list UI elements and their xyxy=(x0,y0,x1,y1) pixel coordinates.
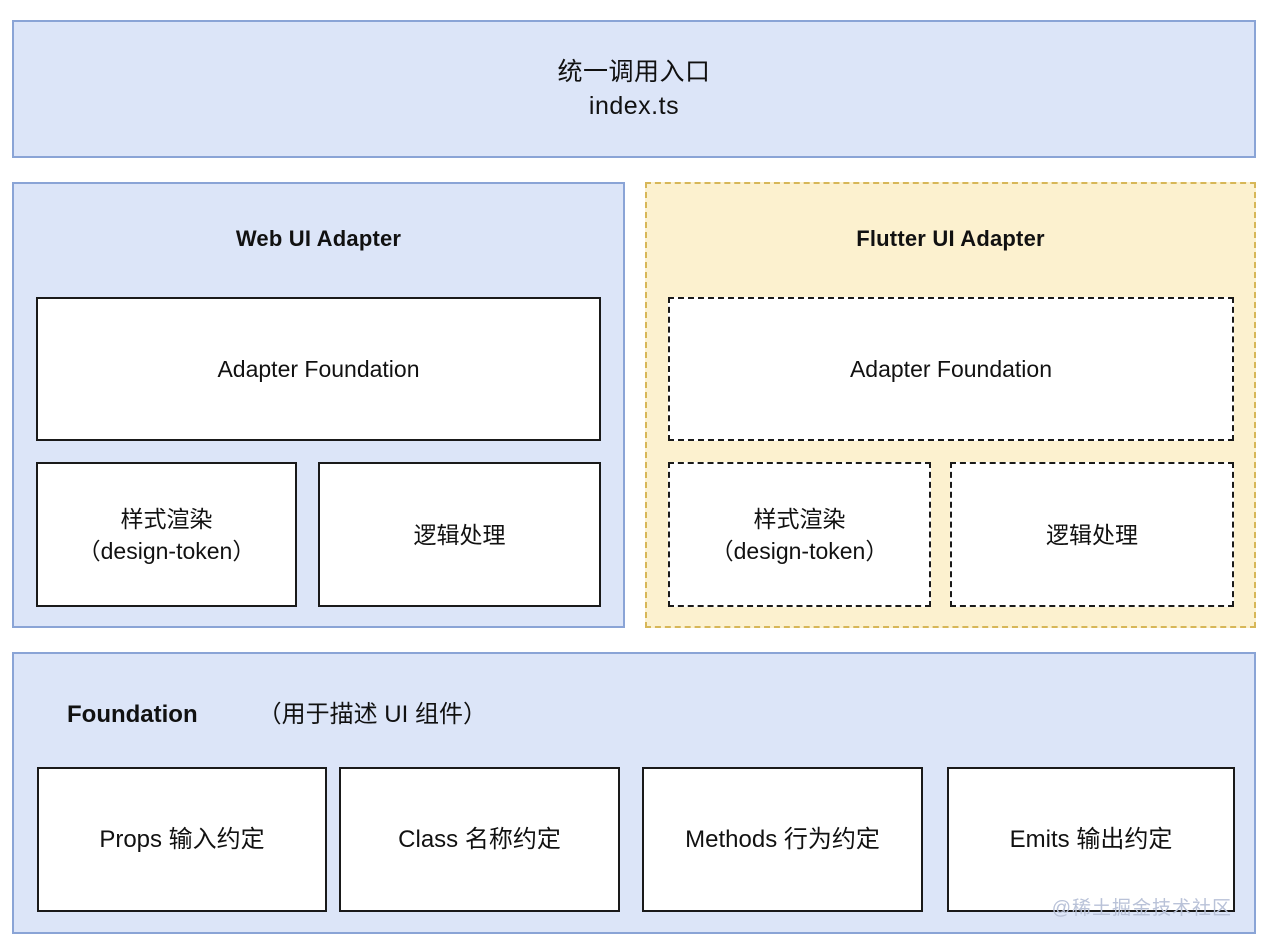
flutter-adapter-foundation-label: Adapter Foundation xyxy=(849,356,1053,382)
unified-entry-block: 统一调用入口 index.ts xyxy=(12,20,1256,158)
foundation-item-methods-label: Methods 行为约定 xyxy=(685,825,880,853)
foundation-item-emits: Emits 输出约定 xyxy=(947,767,1235,912)
foundation-item-class-label: Class 名称约定 xyxy=(398,825,561,853)
foundation-panel: Foundation （用于描述 UI 组件） Props 输入约定 Class… xyxy=(12,652,1256,934)
foundation-header: Foundation （用于描述 UI 组件） xyxy=(67,694,487,729)
flutter-ui-adapter-title: Flutter UI Adapter xyxy=(856,226,1045,251)
entry-title: 统一调用入口 xyxy=(557,58,711,86)
foundation-item-props: Props 输入约定 xyxy=(37,767,327,912)
flutter-ui-adapter-panel: Flutter UI Adapter Adapter Foundation 样式… xyxy=(645,182,1256,628)
foundation-item-class: Class 名称约定 xyxy=(339,767,620,912)
foundation-item-methods: Methods 行为约定 xyxy=(642,767,923,912)
flutter-style-render-label: 样式渲染 （design-token） xyxy=(710,505,889,564)
foundation-title: Foundation xyxy=(67,701,198,728)
foundation-subtitle: （用于描述 UI 组件） xyxy=(257,701,487,728)
web-style-render-label: 样式渲染 （design-token） xyxy=(77,505,256,564)
web-logic-handling-label: 逻辑处理 xyxy=(413,521,506,548)
flutter-style-render-box: 样式渲染 （design-token） xyxy=(668,462,931,607)
flutter-logic-handling-box: 逻辑处理 xyxy=(950,462,1234,607)
foundation-item-emits-label: Emits 输出约定 xyxy=(1009,825,1173,853)
flutter-logic-handling-label: 逻辑处理 xyxy=(1046,521,1138,548)
web-ui-adapter-title: Web UI Adapter xyxy=(235,226,402,251)
web-style-render-box: 样式渲染 （design-token） xyxy=(36,462,297,607)
web-adapter-foundation-label: Adapter Foundation xyxy=(217,356,420,382)
foundation-item-props-label: Props 输入约定 xyxy=(99,825,265,853)
web-logic-handling-box: 逻辑处理 xyxy=(318,462,601,607)
web-ui-adapter-panel: Web UI Adapter Adapter Foundation 样式渲染 （… xyxy=(12,182,625,628)
web-adapter-foundation-box: Adapter Foundation xyxy=(36,297,601,441)
watermark: @稀土掘金技术社区 xyxy=(1051,898,1232,919)
entry-filename: index.ts xyxy=(588,92,680,120)
flutter-adapter-foundation-box: Adapter Foundation xyxy=(668,297,1234,441)
